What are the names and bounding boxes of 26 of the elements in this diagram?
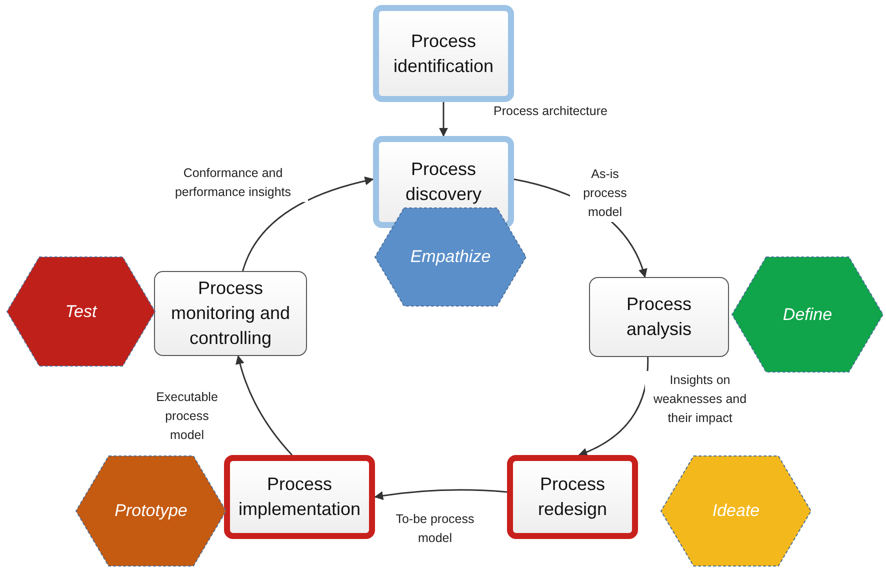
hexagon-shape [660, 455, 812, 567]
phase-label: Define [782, 304, 832, 324]
phase-label: Ideate [712, 501, 760, 521]
arrow [242, 176, 374, 272]
hexagon-shape [75, 455, 227, 567]
phase-label: Test [65, 302, 97, 322]
arrow [374, 489, 508, 500]
process-name: Process monitoring and controlling [170, 277, 292, 350]
process-name: Process analysis [625, 293, 693, 341]
hexagon-shape [6, 256, 156, 367]
process-name: Process implementation [237, 473, 362, 521]
phase-label: Prototype [114, 501, 188, 521]
process-box [507, 455, 638, 539]
process-name: Process redesign [536, 473, 608, 521]
hexagon-shape [731, 256, 884, 373]
process-box [224, 455, 375, 539]
arrow [578, 356, 649, 456]
phase-label: Empathize [410, 247, 491, 267]
process-box [589, 277, 729, 357]
process-box [373, 5, 514, 102]
process-box [154, 271, 307, 356]
arrow [236, 355, 292, 456]
hexagon-shape [374, 207, 527, 307]
arrow [439, 102, 448, 137]
process-name: Process discovery [404, 158, 483, 206]
process-name: Process identification [392, 30, 495, 78]
